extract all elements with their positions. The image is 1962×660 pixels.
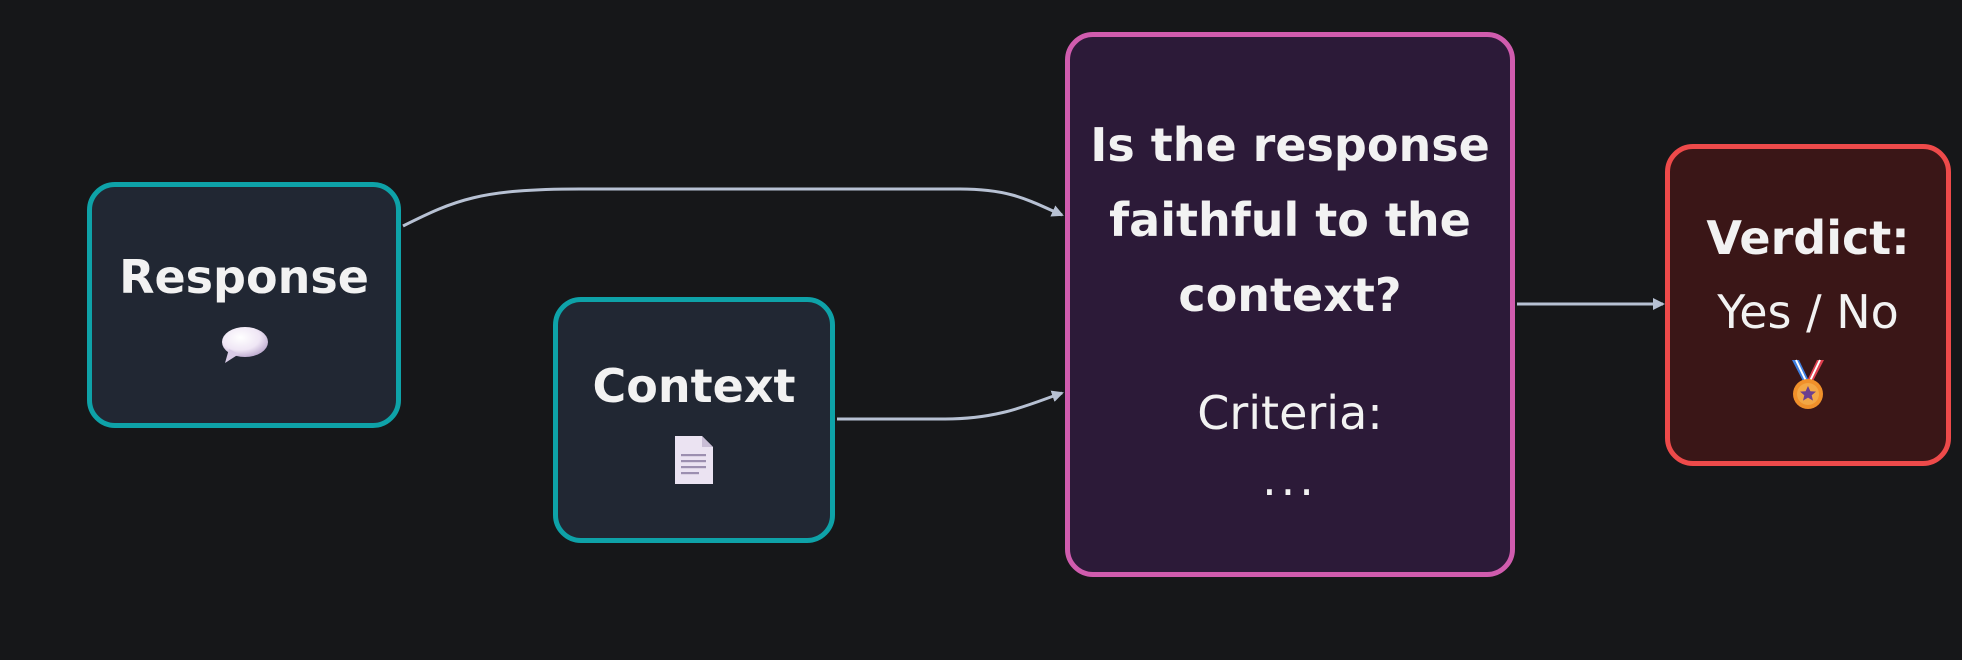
- verdict-title: Verdict:: [1706, 211, 1910, 265]
- question-criteria-value: ...: [1262, 452, 1318, 506]
- question-node: Is the response faithful to the context?…: [1065, 32, 1515, 577]
- context-label: Context: [592, 358, 796, 413]
- edge-context-to-question: [837, 390, 1064, 421]
- edge-response-to-question: [402, 187, 1064, 228]
- question-criteria-label: Criteria:: [1197, 386, 1383, 440]
- speech-bubble-icon: [222, 327, 268, 364]
- response-node: Response: [87, 182, 401, 428]
- response-label: Response: [119, 249, 369, 304]
- verdict-node: Verdict: Yes / No: [1665, 144, 1951, 466]
- verdict-value: Yes / No: [1717, 285, 1899, 339]
- document-icon: [675, 436, 713, 485]
- question-title: Is the response faithful to the context?: [1090, 118, 1490, 322]
- medal-icon: [1792, 359, 1824, 409]
- context-node: Context: [553, 297, 835, 543]
